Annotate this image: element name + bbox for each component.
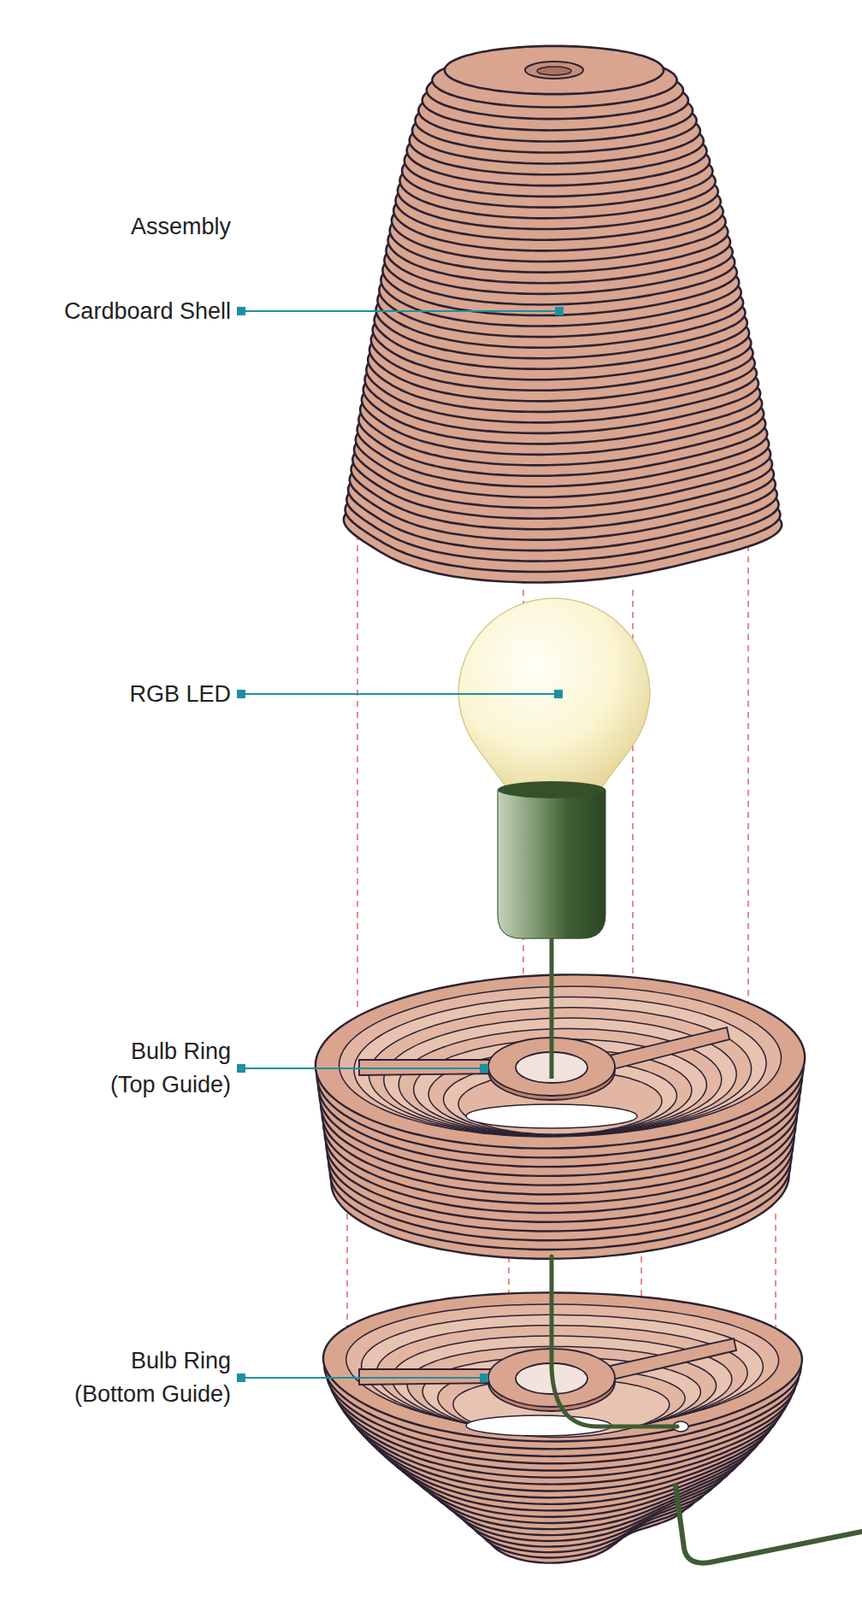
- guide-line: [747, 534, 750, 1010]
- cord-segment: [549, 938, 555, 1080]
- bottom-guide-ring: [323, 1293, 803, 1564]
- top-hole: [525, 61, 584, 79]
- leader-line: [241, 310, 560, 313]
- cardboard-shell: [343, 46, 782, 584]
- leader-dot: [237, 1375, 245, 1382]
- socket-rim: [497, 781, 606, 799]
- part-label: Bulb Ring (Top Guide): [94, 1035, 231, 1103]
- power-cord: [551, 1257, 862, 1565]
- title-text: Assembly: [130, 210, 231, 244]
- cardboard-layer: [383, 1018, 737, 1137]
- part-label: Bulb Ring (Bottom Guide): [59, 1345, 231, 1412]
- leader-line: [241, 1377, 485, 1380]
- cardboard-layer: [315, 974, 805, 1149]
- leader-line: [241, 693, 559, 696]
- leader-dot: [237, 1065, 245, 1073]
- cardboard-layer: [339, 986, 782, 1138]
- top-guide-ring: [315, 974, 805, 1259]
- part-label: Cardboard Shell: [64, 295, 231, 329]
- leader-dot: [480, 1375, 488, 1382]
- cord-segment: [675, 1486, 862, 1565]
- leader-lines: [237, 307, 563, 1382]
- led-bulb: [458, 598, 650, 939]
- bulb-socket: [497, 790, 606, 939]
- leader-dot: [555, 307, 563, 315]
- leader-dot: [237, 690, 245, 698]
- leader-dot: [554, 690, 562, 698]
- guide-arm: [602, 1339, 737, 1382]
- see-through-hole: [466, 1104, 638, 1129]
- cardboard-layer: [444, 46, 664, 95]
- cardboard-layer: [354, 997, 767, 1137]
- leader-dot: [237, 307, 245, 315]
- cord-segment: [551, 1257, 678, 1428]
- cardboard-layer: [323, 1293, 803, 1442]
- top-hole: [537, 66, 572, 76]
- leader-line: [241, 1068, 485, 1070]
- power-cord: [551, 938, 553, 1080]
- guide-arm: [598, 1027, 730, 1073]
- part-label: RGB LED: [129, 678, 231, 712]
- guide-line: [356, 534, 359, 1010]
- leader-dot: [480, 1065, 488, 1073]
